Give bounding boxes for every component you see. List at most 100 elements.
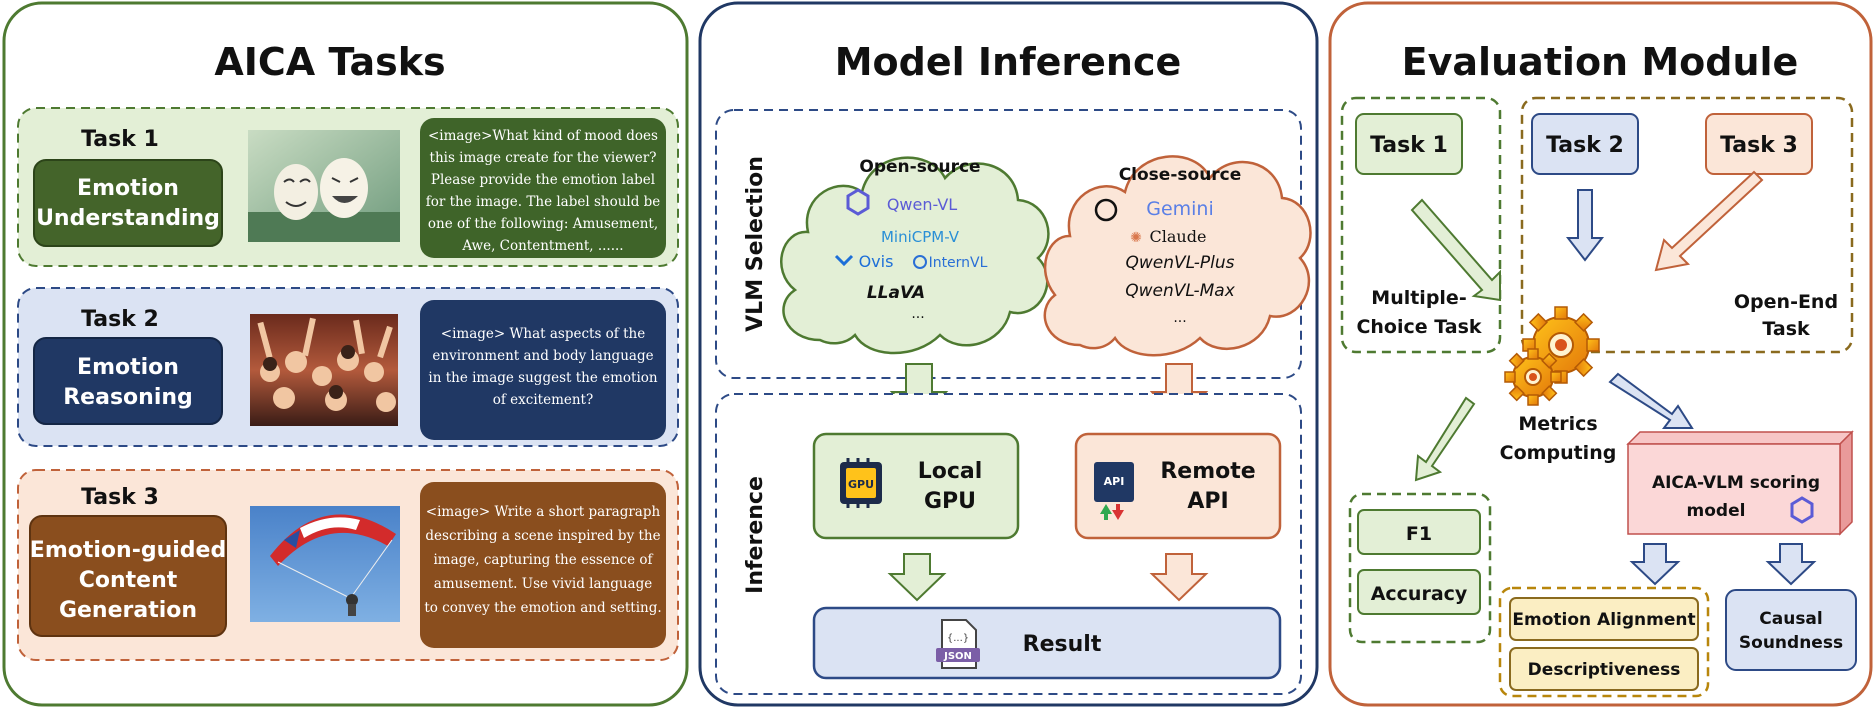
metric-descriptiveness-label: Descriptiveness xyxy=(1528,660,1681,680)
multiple-choice-line-2: Choice Task xyxy=(1356,316,1481,338)
scoring-qwen-icon xyxy=(1790,496,1814,524)
task-1-prompt-bubble xyxy=(420,118,666,258)
close-source-more: ... xyxy=(1173,310,1186,326)
task-3-heading: Task 3 xyxy=(81,485,159,510)
api-icon: API xyxy=(1094,462,1134,520)
task-3-prompt-line-1: <image> Write a short paragraph xyxy=(426,504,661,520)
inference-label: Inference xyxy=(743,476,768,594)
task-1-prompt-line-1: <image>What kind of mood does xyxy=(428,128,658,144)
task-3-prompt-line-2: describing a scene inspired by the xyxy=(425,528,660,544)
task-2-prompt-line-1: <image> What aspects of the xyxy=(441,326,645,342)
model-ovis: Ovis xyxy=(859,252,894,271)
close-source-title: Close-source xyxy=(1119,165,1242,185)
open-end-line-1: Open-End xyxy=(1734,291,1838,313)
open-end-line-2: Task xyxy=(1762,318,1810,340)
task-2-name-line-2: Reasoning xyxy=(63,385,193,410)
task-1-name-line-2: Understanding xyxy=(36,206,220,231)
task-3-name-line-3: Generation xyxy=(59,598,197,623)
task2-to-metrics-arrow xyxy=(1565,189,1605,262)
model-minicpm-v: MiniCPM-V xyxy=(881,228,960,246)
scoring-to-causal-arrow xyxy=(1765,543,1817,586)
inference-panel: Model Inference VLM Selection Open-sourc… xyxy=(698,1,1319,707)
metric-descriptiveness-box xyxy=(1509,647,1699,691)
gpu-chip-icon: GPU xyxy=(840,458,882,508)
close-source-cloud: Close-source Gemini ✺ Claude QwenVL-Plus… xyxy=(1043,155,1312,357)
internvl-logo-icon xyxy=(913,255,927,269)
task-3-prompt-bubble xyxy=(420,482,666,648)
scoring-to-open-metrics-arrow xyxy=(1629,543,1681,586)
json-file-glyph: {...} xyxy=(947,633,969,644)
openai-logo-icon xyxy=(1094,198,1118,222)
metrics-to-closed-arrow xyxy=(1414,396,1476,482)
eval-task-3-box xyxy=(1705,113,1813,175)
task-2-prompt-line-3: in the image suggest the emotion xyxy=(428,370,658,386)
task-3-name-line-1: Emotion-guided xyxy=(30,538,226,563)
vlm-selection-label: VLM Selection xyxy=(743,156,768,332)
metric-accuracy-box xyxy=(1357,569,1481,615)
model-internvl: InternVL xyxy=(929,255,988,271)
remote-api-line-1: Remote xyxy=(1160,459,1255,484)
task3-to-metrics-arrow xyxy=(1654,170,1764,272)
task-2-name-line-1: Emotion xyxy=(77,355,179,380)
eval-task-2-box xyxy=(1531,113,1639,175)
model-gemini: Gemini xyxy=(1146,198,1214,220)
metrics-gear-icon xyxy=(1504,306,1600,406)
task-1-heading: Task 1 xyxy=(81,127,159,152)
local-gpu-box xyxy=(812,432,1020,540)
task-1-group: Task 1 Emotion Understanding <image>What… xyxy=(17,107,679,267)
task-1-prompt-line-4: for the image. The label should be xyxy=(426,194,661,210)
tasks-panel: AICA Tasks Task 1 Emotion Understanding … xyxy=(2,1,689,707)
inference-panel-title: Model Inference xyxy=(835,40,1182,84)
model-llava: LLaVA xyxy=(867,283,925,303)
metric-f1-label: F1 xyxy=(1406,523,1432,545)
task-3-name-box xyxy=(29,515,227,637)
remote-api-line-2: API xyxy=(1187,489,1228,514)
task-2-name-box xyxy=(33,337,223,425)
task-2-heading: Task 2 xyxy=(81,307,159,332)
task-3-prompt-line-5: to convey the emotion and setting. xyxy=(424,600,661,616)
scoring-model-line-1: AICA-VLM scoring xyxy=(1652,473,1820,493)
model-qwen-vl: Qwen-VL xyxy=(887,195,957,214)
local-to-result-arrow xyxy=(887,553,947,602)
json-file-label: JSON xyxy=(943,651,972,662)
task-2-group: Task 2 Emotion Reasoning xyxy=(17,287,679,447)
task-3-name-line-2: Content xyxy=(79,568,178,593)
metric-causal-line-2: Soundness xyxy=(1739,633,1843,653)
open-source-cloud: Open-source Qwen-VL MiniCPM-V Ovis Inter… xyxy=(780,156,1050,355)
evaluation-panel: Evaluation Module Task 1 Multiple- Choic… xyxy=(1328,1,1873,707)
result-label: Result xyxy=(1023,632,1102,657)
claude-logo-icon: ✺ xyxy=(1130,230,1142,246)
metric-emotion-alignment-box xyxy=(1509,597,1699,641)
ovis-logo-icon xyxy=(834,254,854,267)
task-1-prompt-line-3: Please provide the emotion label xyxy=(431,172,655,188)
task-2-prompt-line-4: of excitement? xyxy=(493,392,593,408)
scoring-model-box: AICA-VLM scoring model xyxy=(1626,430,1854,536)
eval-task-2-label: Task 2 xyxy=(1546,133,1624,158)
tasks-panel-title: AICA Tasks xyxy=(214,40,445,84)
task-3-prompt-line-4: amusement. Use vivid language xyxy=(434,576,652,592)
metric-causal-line-1: Causal xyxy=(1759,609,1822,629)
remote-api-box xyxy=(1074,432,1282,540)
metric-causal-soundness-box xyxy=(1725,589,1857,671)
result-box xyxy=(812,606,1282,680)
model-qwenvl-plus: QwenVL-Plus xyxy=(1125,253,1234,273)
task-2-crowd-photo xyxy=(250,314,398,426)
eval-task-1-box xyxy=(1355,113,1463,175)
metric-emotion-alignment-label: Emotion Alignment xyxy=(1512,610,1695,630)
task-1-egg-photo xyxy=(248,130,400,242)
json-file-icon: {...} JSON xyxy=(936,619,980,669)
task-1-prompt-line-5: one of the following: Amusement, xyxy=(428,216,658,232)
api-icon-label: API xyxy=(1104,475,1125,488)
model-claude: Claude xyxy=(1150,227,1207,246)
multiple-choice-line-1: Multiple- xyxy=(1371,287,1466,309)
local-gpu-line-2: GPU xyxy=(924,489,976,514)
local-gpu-line-1: Local xyxy=(918,459,983,484)
task-1-name-box xyxy=(33,159,223,247)
remote-to-result-arrow xyxy=(1149,553,1209,602)
qwen-logo-icon xyxy=(846,188,870,216)
task1-to-metrics-arrow xyxy=(1410,198,1501,302)
task-1-name-line-1: Emotion xyxy=(77,176,179,201)
task-3-prompt-line-3: image, capturing the essence of xyxy=(433,552,653,568)
